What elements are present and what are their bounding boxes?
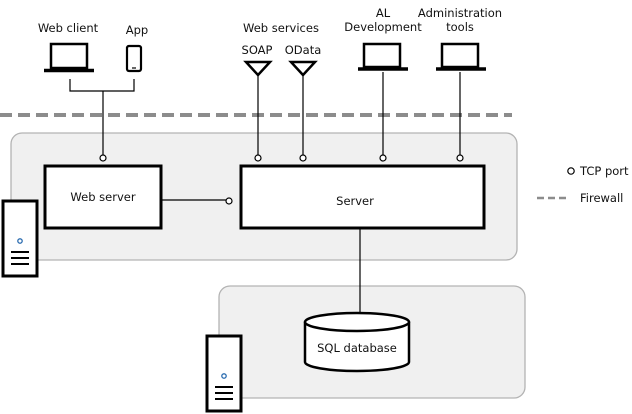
client-bracket <box>69 79 135 92</box>
admin-tools-label-line1: Administration <box>418 6 502 20</box>
web-server-label: Web server <box>70 190 135 204</box>
tcp-port-odata <box>299 154 307 162</box>
app-label: App <box>126 23 148 37</box>
sql-cylinder-top <box>303 311 411 333</box>
laptop-icon-admin-tools <box>436 42 486 71</box>
antenna-icon-odata <box>288 60 318 77</box>
odata-label: OData <box>285 43 322 57</box>
laptop-icon-al-dev <box>358 42 408 71</box>
sql-database-label: SQL database <box>317 341 397 355</box>
server-label: Server <box>336 194 374 208</box>
antenna-icon-soap <box>243 60 273 77</box>
web-services-label: Web services <box>243 21 319 35</box>
tcp-port-admin <box>456 154 464 162</box>
web-client-label: Web client <box>38 21 99 35</box>
laptop-icon-web-client <box>44 42 94 73</box>
admin-tools-label-line2: tools <box>446 20 474 34</box>
phone-icon <box>125 44 143 73</box>
legend: TCP port Firewall <box>537 164 629 205</box>
al-development-label-line1: AL <box>376 6 391 20</box>
tcp-ports <box>99 154 464 205</box>
soap-label: SOAP <box>242 43 273 57</box>
legend-tcp-port-label: TCP port <box>579 164 629 178</box>
tcp-port-webserver <box>99 154 107 162</box>
legend-firewall-label: Firewall <box>580 191 623 205</box>
al-development-label-line2: Development <box>344 20 422 34</box>
tcp-port-server-left <box>225 197 233 205</box>
sql-database: SQL database <box>303 311 411 373</box>
server-tower-icon-left <box>1 199 39 278</box>
server-tower-icon-right <box>205 334 243 413</box>
connectors <box>69 72 461 318</box>
server-box <box>239 164 486 230</box>
legend-tcp-port-icon <box>567 167 575 175</box>
sql-cylinder-body <box>303 322 411 373</box>
tcp-port-soap <box>254 154 262 162</box>
web-server-box <box>43 164 163 230</box>
tcp-port-al-dev <box>379 154 387 162</box>
